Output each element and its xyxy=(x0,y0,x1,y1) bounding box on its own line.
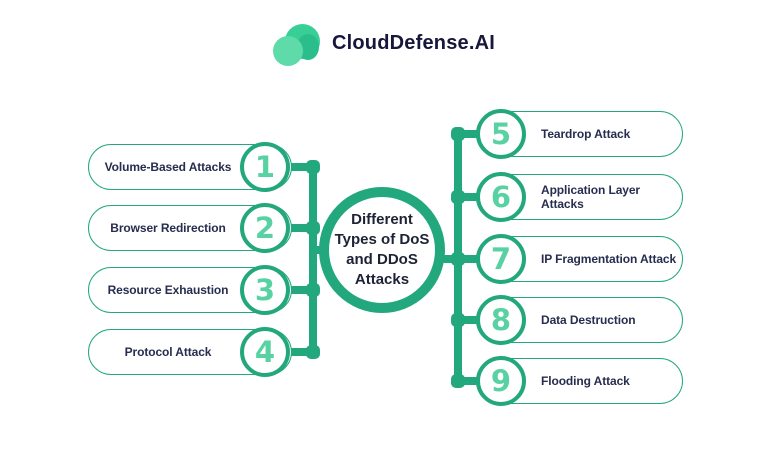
number-badge: 6 xyxy=(476,172,526,222)
connector-line-left xyxy=(309,163,317,356)
attack-item-6: Application Layer Attacks 6 xyxy=(476,172,683,222)
junction-dot xyxy=(306,345,320,359)
number-badge: 4 xyxy=(240,327,290,377)
diagram-title: Different Types of DoS and DDoS Attacks xyxy=(334,211,430,288)
number-badge: 1 xyxy=(240,142,290,192)
attack-label: Flooding Attack xyxy=(541,374,630,388)
number-text: 6 xyxy=(490,180,512,214)
attack-label: IP Fragmentation Attack xyxy=(541,252,677,266)
logo: CloudDefense.AI xyxy=(0,22,768,66)
attack-label: Data Destruction xyxy=(541,313,636,327)
number-text: 5 xyxy=(490,117,512,151)
attack-item-1: Volume-Based Attacks 1 xyxy=(88,142,292,192)
number-text: 1 xyxy=(254,150,276,184)
junction-dot xyxy=(451,313,465,327)
attack-label: Protocol Attack xyxy=(124,345,212,359)
attack-item-8: Data Destruction 8 xyxy=(476,295,683,345)
number-text: 9 xyxy=(490,364,512,398)
attack-label: Application Layer Attacks xyxy=(541,183,640,211)
number-text: 3 xyxy=(254,273,276,307)
cloud-icon xyxy=(272,22,321,66)
attack-item-7: IP Fragmentation Attack 7 xyxy=(476,234,683,284)
connector-stub-right-center xyxy=(441,255,458,263)
number-text: 7 xyxy=(490,242,512,276)
attack-item-2: Browser Redirection 2 xyxy=(88,203,292,253)
connector-stub-right-6 xyxy=(458,193,482,201)
connector-stub-right-7 xyxy=(458,255,482,263)
connector-stub-left-1 xyxy=(285,163,313,171)
number-badge: 9 xyxy=(476,356,526,406)
junction-dot xyxy=(451,190,465,204)
connector-stub-right-9 xyxy=(458,377,482,385)
attack-label: Browser Redirection xyxy=(110,221,226,235)
attack-item-3: Resource Exhaustion 3 xyxy=(88,265,292,315)
connector-stub-left-2 xyxy=(285,224,313,232)
attack-label: Teardrop Attack xyxy=(541,127,631,141)
junction-dot xyxy=(306,160,320,174)
connector-stub-right-8 xyxy=(458,316,482,324)
cloud-circle-front xyxy=(272,36,303,66)
number-badge: 3 xyxy=(240,265,290,315)
junction-dot xyxy=(306,283,320,297)
attack-label: Resource Exhaustion xyxy=(107,283,229,297)
number-badge: 5 xyxy=(476,109,526,159)
number-badge: 2 xyxy=(240,203,290,253)
attack-item-9: Flooding Attack 9 xyxy=(476,356,683,406)
attack-item-4: Protocol Attack 4 xyxy=(88,327,292,377)
number-text: 2 xyxy=(254,211,276,245)
number-text: 8 xyxy=(490,303,512,337)
connector-stub-left-center xyxy=(313,246,323,254)
junction-dot xyxy=(451,252,465,266)
center-topic-circle: Different Types of DoS and DDoS Attacks xyxy=(319,187,445,313)
attack-item-5: Teardrop Attack 5 xyxy=(476,109,683,159)
connector-stub-left-4 xyxy=(285,348,313,356)
logo-text: CloudDefense.AI xyxy=(331,31,496,54)
number-badge: 7 xyxy=(476,234,526,284)
junction-dot xyxy=(451,127,465,141)
junction-dot xyxy=(451,374,465,388)
junction-dot xyxy=(306,221,320,235)
connector-stub-right-5 xyxy=(458,130,482,138)
number-badge: 8 xyxy=(476,295,526,345)
attack-label: Volume-Based Attacks xyxy=(104,160,232,174)
connector-stub-left-3 xyxy=(285,286,313,294)
number-text: 4 xyxy=(254,335,276,369)
